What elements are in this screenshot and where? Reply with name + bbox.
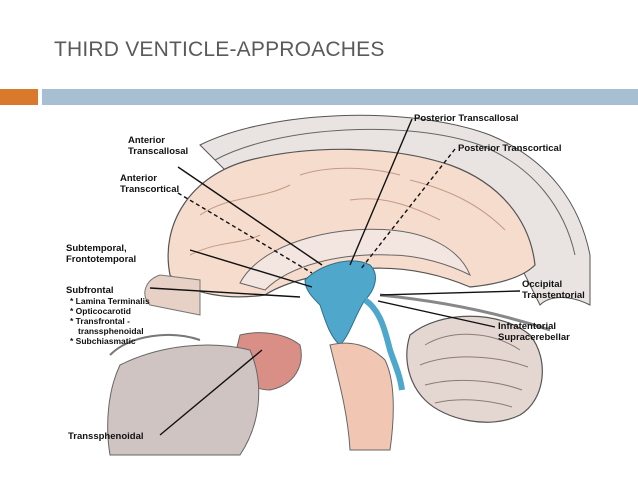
- label-line: Occipital: [522, 279, 563, 290]
- subfrontal-item: * Lamina Terminalis: [70, 296, 150, 306]
- subfrontal-item: transsphenoidal: [78, 326, 144, 336]
- slide-title: THIRD VENTICLE-APPROACHES: [54, 38, 385, 61]
- label-line: Subtemporal,: [66, 243, 127, 254]
- label-subfrontal: Subfrontal * Lamina Terminalis * Opticoc…: [66, 285, 150, 346]
- accent-bar-blue: [42, 89, 638, 105]
- accent-bar-orange: [0, 89, 38, 105]
- subfrontal-item: * Subchiasmatic: [70, 336, 136, 346]
- label-line: Transsphenoidal: [68, 431, 144, 442]
- label-occipital-transtentorial: Occipital Transtentorial: [522, 279, 585, 301]
- label-line: Anterior: [128, 135, 165, 146]
- label-subtemporal: Subtemporal, Frontotemporal: [66, 243, 136, 265]
- label-line: Transcallosal: [128, 146, 189, 157]
- subfrontal-item: * Opticocarotid: [70, 306, 131, 316]
- label-anterior-transcallosal: Anterior Transcallosal: [128, 135, 188, 157]
- label-line: Subfrontal: [66, 285, 114, 296]
- label-transsphenoidal: Transsphenoidal: [68, 431, 144, 442]
- brain-sagittal-illustration: Anterior Transcallosal Anterior Transcor…: [50, 105, 638, 479]
- label-posterior-transcortical: Posterior Transcortical: [458, 143, 561, 154]
- label-line: Supracerebellar: [498, 332, 570, 343]
- label-line: Anterior: [120, 173, 157, 184]
- label-line: Posterior Transcallosal: [414, 113, 519, 124]
- label-posterior-transcallosal: Posterior Transcallosal: [414, 113, 519, 124]
- label-line: Posterior Transcortical: [458, 143, 562, 154]
- label-anterior-transcortical: Anterior Transcortical: [120, 173, 179, 195]
- label-line: Transcortical: [120, 184, 180, 195]
- label-line: Infratentorial: [498, 321, 557, 332]
- brain-drawing: [107, 114, 591, 456]
- label-infratentorial-supracerebellar: Infratentorial Supracerebellar: [498, 321, 570, 343]
- label-line: Frontotemporal: [66, 254, 137, 265]
- label-line: Transtentorial: [522, 290, 585, 301]
- subfrontal-item: * Transfrontal -: [70, 316, 130, 326]
